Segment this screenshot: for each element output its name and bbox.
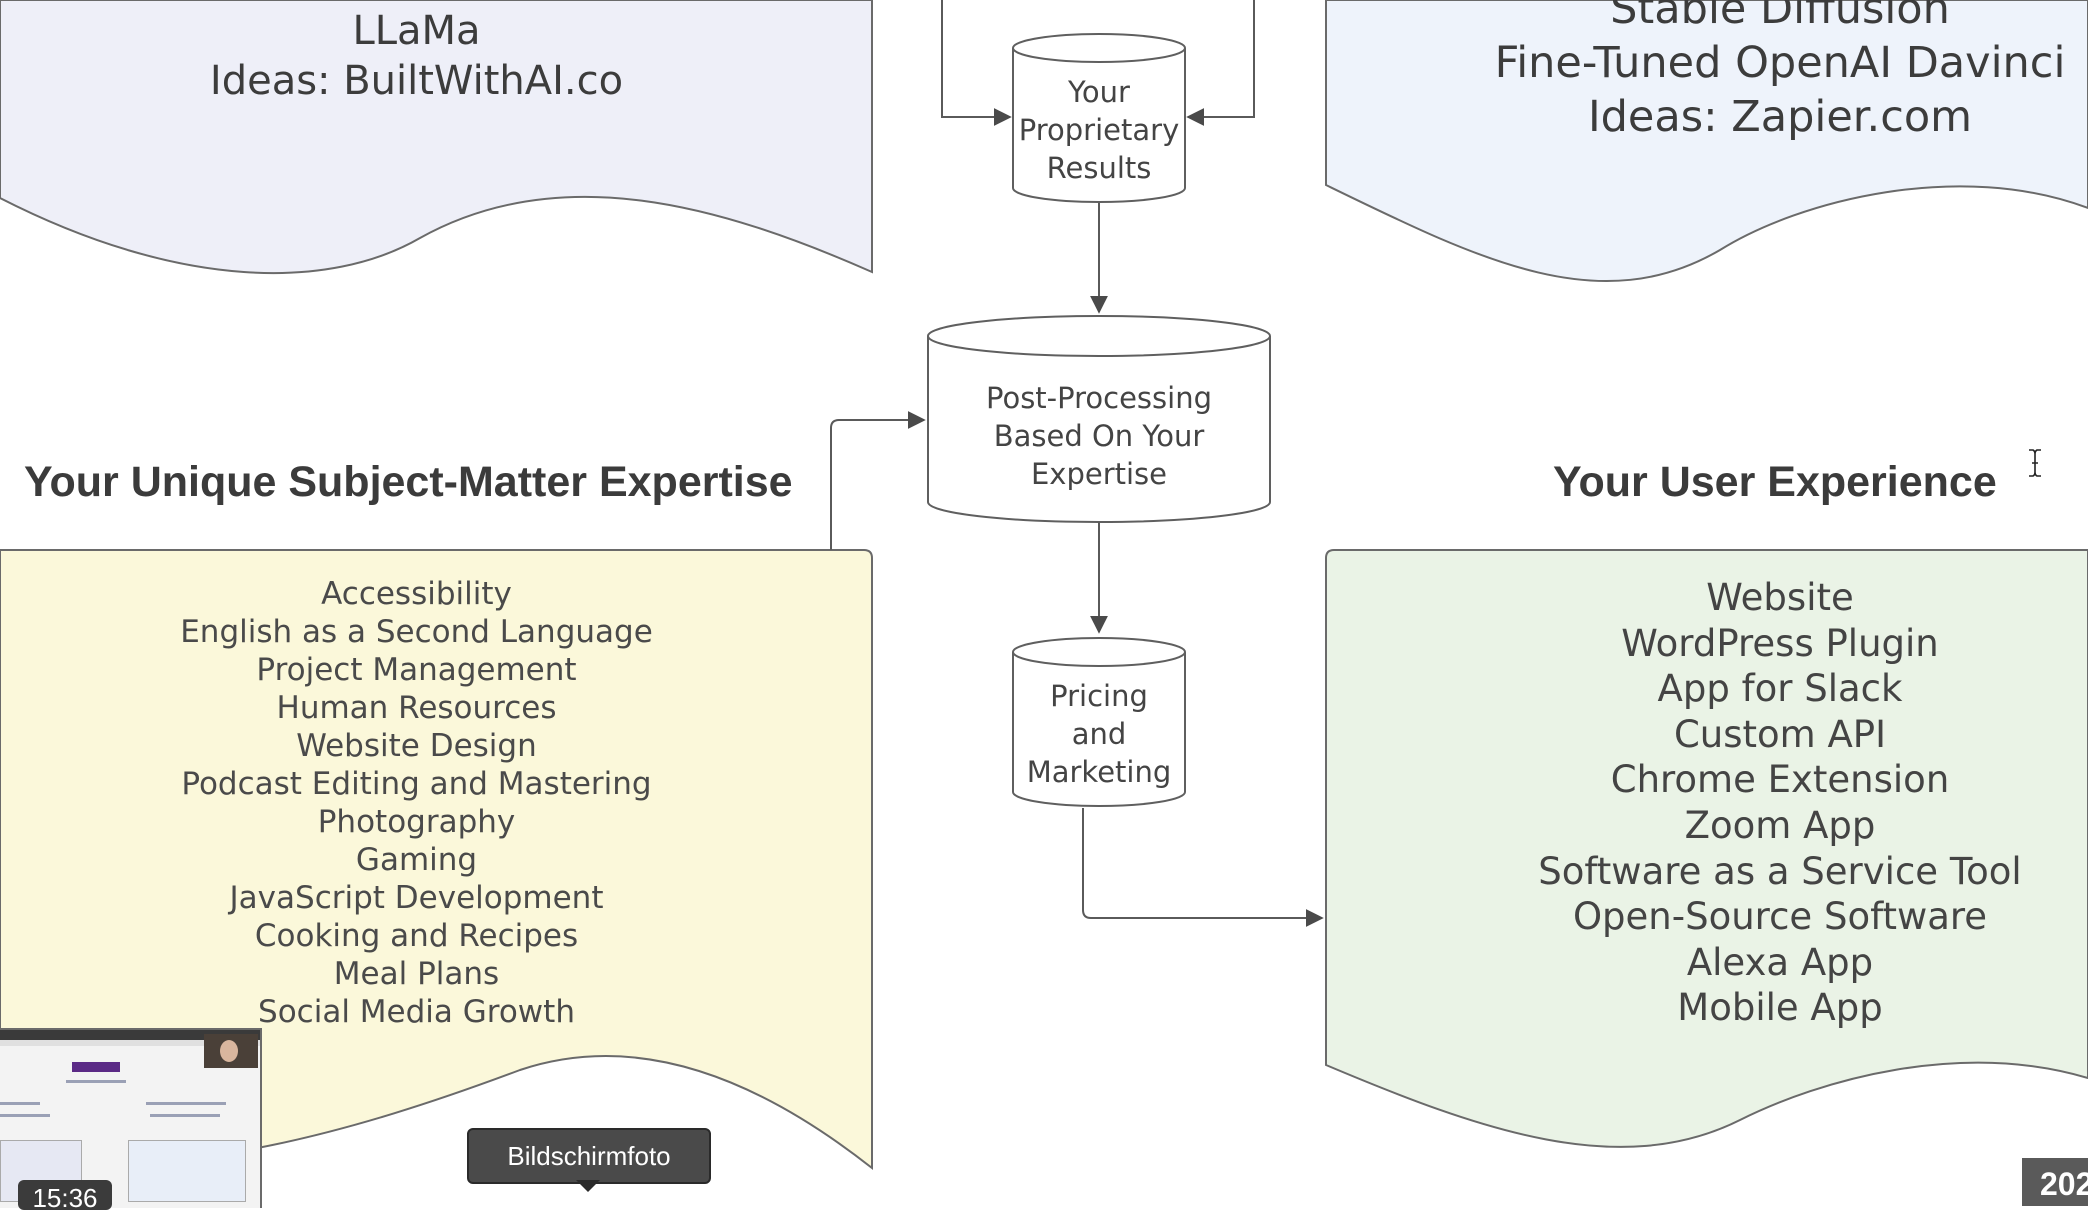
top-left-line: Ideas: BuiltWithAI.co (209, 58, 624, 104)
top-left-document-shape (0, 0, 873, 274)
cylinder-label-line: Marketing (1026, 755, 1172, 789)
webcam-overlay (204, 1034, 258, 1068)
cylinder-label-line: Your (1068, 75, 1130, 109)
ux-document-shape (1325, 549, 2088, 1148)
cylinder-label-line: Post-Processing (986, 381, 1212, 415)
thumbnail-text-line (66, 1080, 126, 1083)
list-item: Mobile App (1677, 986, 1883, 1030)
list-item: App for Slack (1657, 667, 1903, 711)
cylinder-label-line: Results (1046, 151, 1152, 185)
list-item: Chrome Extension (1610, 758, 1950, 802)
pricing-marketing-label: Pricing and Marketing (1013, 677, 1185, 791)
text-cursor-icon (2029, 449, 2041, 477)
list-item: English as a Second Language (180, 614, 653, 650)
list-item: Open-Source Software (1572, 895, 1988, 939)
list-item: Gaming (355, 842, 478, 878)
list-item: Meal Plans (333, 956, 500, 992)
proprietary-results-cylinder (1012, 33, 1186, 203)
connector-expertise-to-postprocessing (830, 411, 926, 550)
list-item: Custom API (1673, 712, 1887, 756)
list-item: Website (1706, 576, 1854, 619)
screenshot-tooltip: Bildschirmfoto (467, 1128, 711, 1184)
top-right-box-text: Stable Diffusion Fine-Tuned OpenAI Davin… (1350, 0, 2088, 144)
presenter-face (220, 1040, 238, 1062)
thumbnail-toolbar (0, 1040, 260, 1046)
thumbnail-text-line (150, 1114, 220, 1117)
thumbnail-titlebar (0, 1030, 260, 1040)
list-item: Human Resources (276, 690, 557, 726)
list-item: WordPress Plugin (1621, 621, 1939, 665)
list-item: Cooking and Recipes (254, 918, 579, 954)
cylinder-label-line: Proprietary (1018, 113, 1180, 147)
cylinder-label-line: and (1071, 717, 1127, 751)
list-item: Software as a Service Tool (1538, 849, 2022, 893)
thumbnail-doc-right (128, 1140, 246, 1202)
user-experience-heading: Your User Experience (1553, 458, 1997, 506)
post-processing-cylinder (927, 315, 1271, 523)
tooltip-arrow (576, 1180, 600, 1192)
list-item: Project Management (256, 652, 577, 688)
cylinder-label-line: Pricing (1050, 679, 1148, 713)
thumbnail-text-line (0, 1114, 50, 1117)
list-item: Website Design (296, 728, 537, 764)
expertise-heading: Your Unique Subject-Matter Expertise (24, 458, 793, 506)
user-experience-list: Website WordPress Plugin App for Slack C… (1330, 575, 2088, 1031)
list-item: Social Media Growth (258, 994, 575, 1030)
connector-left-to-results (941, 0, 1012, 126)
corner-badge: 202 (2022, 1158, 2088, 1206)
top-right-line: Fine-Tuned OpenAI Davinci (1494, 38, 2066, 88)
list-item: Podcast Editing and Mastering (181, 766, 652, 802)
cylinder-label-line: Based On Your (993, 419, 1205, 453)
expertise-list: Accessibility English as a Second Langua… (0, 575, 833, 1031)
top-right-line: Stable Diffusion (1610, 0, 1950, 34)
list-item: JavaScript Development (229, 880, 604, 916)
thumbnail-text-line (0, 1102, 40, 1105)
proprietary-results-label: Your Proprietary Results (1013, 73, 1185, 187)
connector-pricing-to-ux (1082, 808, 1324, 927)
top-right-line: Ideas: Zapier.com (1587, 92, 1973, 142)
list-item: Accessibility (321, 576, 512, 612)
top-right-document-shape (1325, 0, 2088, 283)
top-left-box-text: LLaMa Ideas: BuiltWithAI.co (0, 6, 833, 106)
cylinder-label-line: Expertise (1030, 457, 1168, 491)
top-left-line: LLaMa (352, 8, 481, 54)
thumbnail-text-line (146, 1102, 226, 1105)
pricing-marketing-cylinder (1012, 637, 1186, 807)
list-item: Zoom App (1684, 803, 1876, 847)
post-processing-label: Post-Processing Based On Your Expertise (928, 379, 1270, 493)
list-item: Photography (317, 804, 516, 840)
thumbnail-logo (72, 1062, 120, 1072)
connector-right-to-results (1186, 0, 1255, 126)
list-item: Alexa App (1686, 940, 1874, 984)
